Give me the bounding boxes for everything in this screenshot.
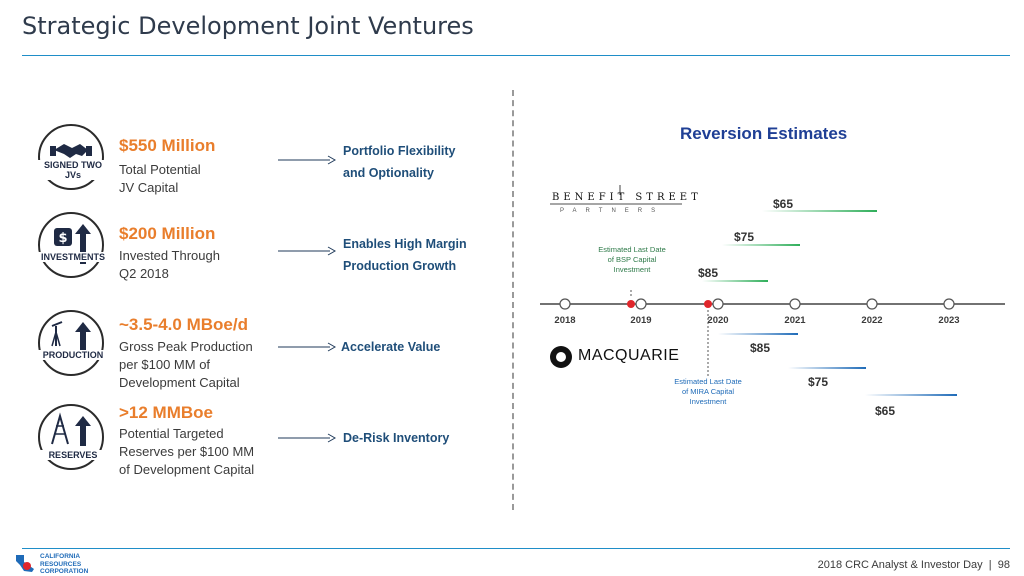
stat-desc-jv-capital: Total Potential JV Capital	[119, 162, 201, 195]
handshake-badge: SIGNED TWO JVs	[30, 124, 116, 190]
bsp-price-85: $85	[698, 266, 719, 280]
derrick-icon	[51, 412, 91, 446]
bsp-logo: BENEFIT STREET	[552, 192, 702, 203]
bsp-price-bars	[702, 210, 877, 282]
handshake-icon	[50, 144, 92, 158]
bsp-price-75: $75	[734, 230, 755, 244]
year-marker-2022	[866, 298, 878, 310]
badge-label: INVESTMENTS	[30, 252, 116, 262]
california-state-icon	[16, 555, 34, 572]
page-title: Strategic Development Joint Ventures	[22, 12, 474, 40]
stat-desc-invested: Invested Through Q2 2018	[119, 248, 220, 281]
title-divider	[22, 55, 1010, 56]
mira-price-65: $65	[875, 404, 896, 418]
footer-divider	[22, 548, 1010, 549]
year-label-2021: 2021	[784, 315, 806, 326]
mira-price-85: $85	[750, 341, 771, 355]
mira-bar-75	[788, 367, 866, 369]
year-marker-2019	[635, 298, 647, 310]
section-divider	[512, 90, 514, 510]
outcome-derisk-inventory: De-Risk Inventory	[343, 431, 450, 445]
reserves-badge: RESERVES	[30, 404, 116, 470]
timeline	[540, 290, 1005, 396]
bsp-bar-75	[722, 244, 800, 246]
outcome-portfolio-flexibility: Portfolio Flexibility and Optionality	[343, 144, 456, 180]
company-line-1: CALIFORNIA	[40, 553, 81, 560]
right-arrow-icon	[278, 342, 336, 352]
badge-label: RESERVES	[30, 450, 116, 460]
company-line-2: RESOURCES	[40, 560, 82, 568]
macquarie-logo: MACQUARIE	[578, 347, 680, 364]
stat-headline-production: ~3.5-4.0 MBoe/d	[119, 315, 248, 334]
bsp-logo-rules	[550, 185, 682, 205]
pump-jack-icon	[51, 321, 91, 352]
year-label-2020: 2020	[707, 315, 729, 326]
mira-bar-85	[718, 333, 798, 335]
dollar-growth-icon: $	[54, 224, 91, 264]
bsp-price-65: $65	[773, 197, 794, 211]
bsp-logo-subtitle: PARTNERS	[560, 208, 665, 214]
company-logo-text: CALIFORNIA RESOURCES CORPORATION	[40, 553, 88, 576]
stat-desc-production: Gross Peak Production per $100 MM of Dev…	[119, 339, 253, 390]
year-label-2018: 2018	[554, 315, 576, 326]
right-arrow-icon	[278, 246, 336, 256]
mira-price-75: $75	[808, 375, 829, 389]
mira-last-date-marker	[704, 300, 712, 308]
year-label-2022: 2022	[861, 315, 883, 326]
footer-event-page: 2018 CRC Analyst & Investor Day | 98	[817, 559, 1010, 571]
right-arrow-icon	[278, 155, 336, 165]
outcome-accelerate-value: Accelerate Value	[341, 340, 441, 354]
macquarie-logo-icon	[550, 346, 572, 368]
bsp-note: Estimated Last Date of BSP Capital Inves…	[598, 245, 666, 274]
stat-desc-reserves: Potential Targeted Reserves per $100 MM …	[119, 426, 255, 477]
bsp-bar-85	[702, 280, 768, 282]
stat-headline-reserves: >12 MMBoe	[119, 403, 213, 422]
stat-headline-jv-capital: $550 Million	[119, 136, 216, 155]
right-arrow-icon	[278, 433, 336, 443]
company-line-3: CORPORATION	[40, 568, 89, 575]
svg-text:$: $	[58, 231, 67, 246]
year-label-2019: 2019	[630, 315, 652, 326]
reversion-title: Reversion Estimates	[680, 124, 848, 143]
year-marker-2021	[789, 298, 801, 310]
badge-label: PRODUCTION	[30, 350, 116, 360]
bsp-last-date-marker	[627, 300, 635, 308]
mira-bar-65	[865, 394, 957, 396]
production-badge: PRODUCTION	[30, 310, 116, 376]
year-marker-2018	[559, 298, 571, 310]
year-marker-2023	[943, 298, 955, 310]
badge-label: SIGNED TWO JVs	[30, 160, 116, 180]
investments-badge: $ INVESTMENTS	[30, 212, 116, 278]
year-label-2023: 2023	[938, 315, 960, 326]
stat-headline-invested: $200 Million	[119, 224, 216, 243]
bsp-bar-65	[762, 210, 877, 212]
outcome-high-margin: Enables High Margin Production Growth	[343, 237, 467, 273]
year-marker-2020	[712, 298, 724, 310]
mira-note: Estimated Last Date of MIRA Capital Inve…	[674, 377, 742, 406]
